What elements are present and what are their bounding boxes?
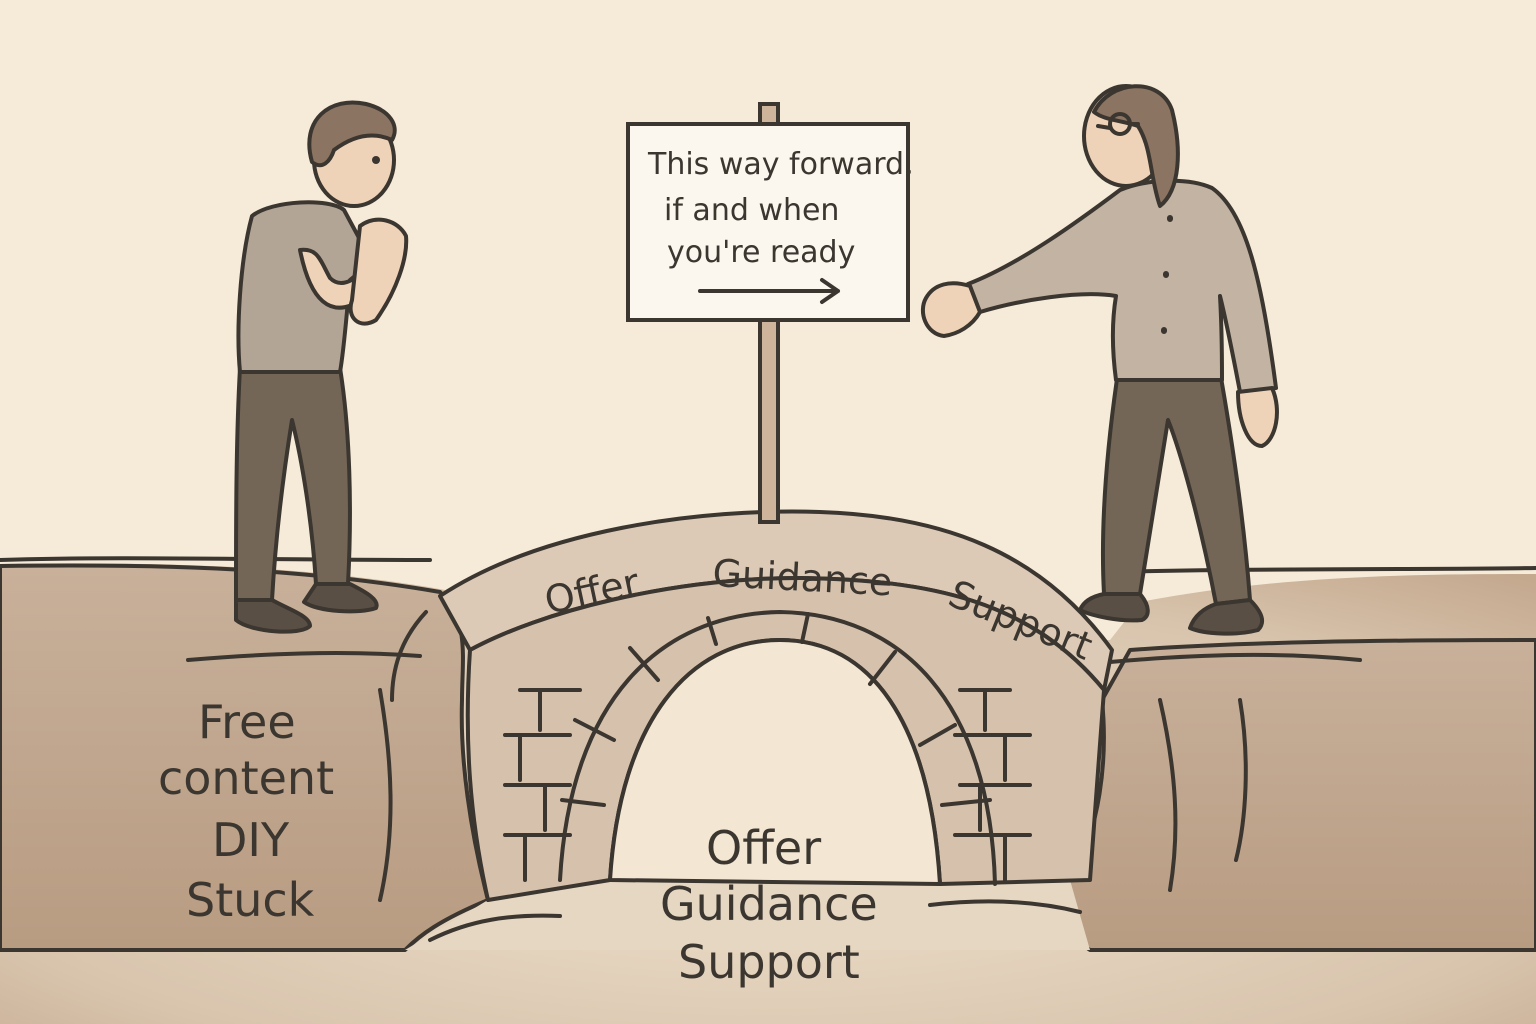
sign-text-line3: you're ready [667, 235, 855, 270]
right-person-pants [1100, 370, 1252, 606]
right-person-reach-hand [920, 281, 982, 338]
left-cliff-edge [186, 610, 428, 902]
horizon-line [0, 556, 1536, 574]
left-person-eye [372, 156, 380, 164]
left-person-shirt [236, 200, 374, 374]
sign-arrow-icon [698, 278, 840, 304]
left-person [234, 100, 409, 634]
right-cliff-edge [1108, 652, 1362, 892]
left-cliff-text-line4: Stuck [186, 873, 315, 927]
water [405, 871, 1090, 950]
under-bridge-text-line1: Offer [706, 821, 821, 875]
sign-text-line1: This way forward, [647, 147, 914, 182]
right-person-buttons [1161, 215, 1173, 334]
glasses-icon [1096, 112, 1140, 136]
left-person-hair [307, 100, 397, 168]
under-bridge-text-line3: Support [678, 935, 860, 989]
left-person-shoes [234, 582, 379, 634]
right-person-shoes [1078, 592, 1265, 636]
bridge-label-guidance: Guidance [712, 551, 894, 604]
left-cliff-text-line1: Free [198, 695, 296, 749]
left-cliff-text-line2: content [158, 751, 334, 805]
bridge-bricks [503, 688, 1032, 882]
sign-text-line2: if and when [664, 193, 839, 228]
left-person-hands [348, 217, 409, 326]
left-person-pants [234, 366, 352, 602]
bridge-arch [608, 638, 942, 886]
left-cliff [0, 563, 490, 952]
right-person [920, 84, 1279, 636]
under-bridge-text-line2: Guidance [660, 877, 878, 931]
right-cliff [1057, 638, 1536, 952]
left-cliff-text-line3: DIY [212, 813, 290, 867]
right-person-side-hand [1236, 386, 1279, 448]
arch-stones [558, 610, 997, 886]
sign-board [626, 122, 910, 322]
